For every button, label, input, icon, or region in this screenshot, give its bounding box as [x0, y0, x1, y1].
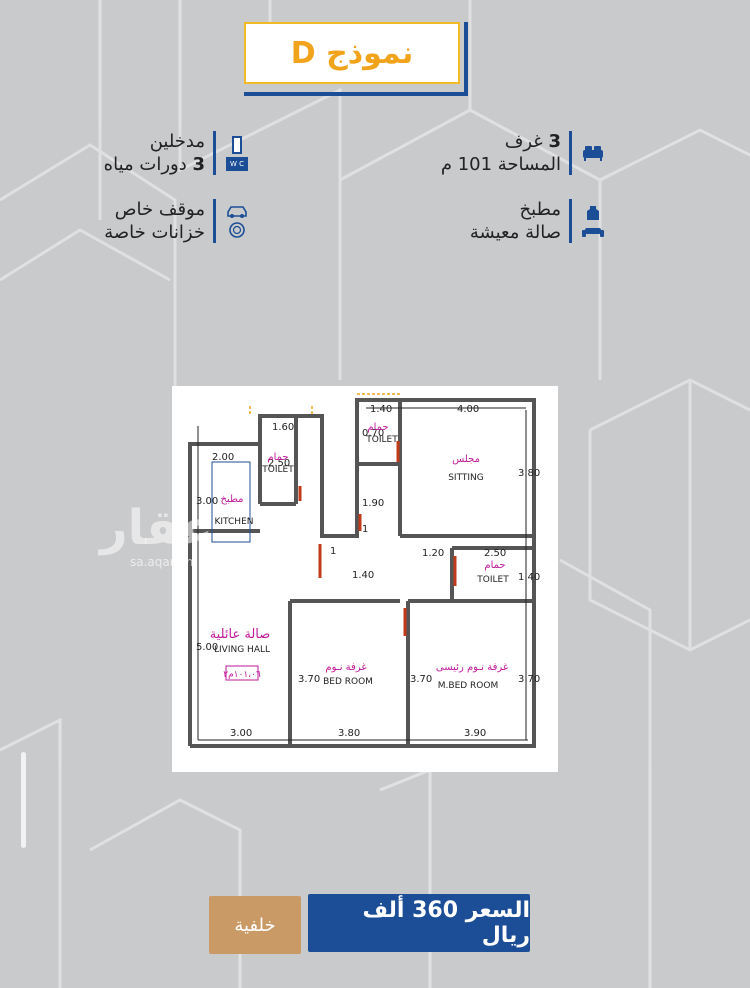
back-button[interactable]: خلفية — [209, 896, 301, 954]
plan-dim: 1.40 — [370, 404, 392, 415]
wc-label: دورات مياه — [103, 154, 187, 175]
plan-label-sitting-ar: مجلس — [452, 454, 480, 465]
living-label: صالة معيشة — [469, 222, 561, 243]
plan-dim: 3.70 — [518, 674, 540, 685]
bed-icon — [582, 134, 604, 172]
model-title: نموذج D — [244, 22, 460, 84]
price-button[interactable]: السعر 360 ألف ريال — [308, 894, 530, 952]
plan-dim: 4.00 — [457, 404, 479, 415]
feature-entrances-wc: W C مدخلين 3 دورات مياه — [104, 130, 248, 176]
floor-plan-drawing: 1.40 4.00 1.60 2.00 2.50 0.70 3.80 3.00 … — [188, 393, 540, 748]
plan-dim: 1 — [362, 524, 368, 535]
plan-dim: 1 — [330, 546, 336, 557]
watermark-logo: عقار — [100, 500, 213, 556]
plan-dim: 3.00 — [230, 728, 252, 739]
plan-label-bed-ar: غرفة نـوم — [325, 662, 366, 673]
wc-badge: W C — [226, 156, 248, 171]
plan-dim: 3.00 — [196, 496, 218, 507]
plan-dim: 2.00 — [212, 452, 234, 463]
model-title-card: نموذج D — [244, 22, 468, 96]
rooms-label: غرف — [504, 131, 543, 152]
feature-divider — [569, 199, 572, 243]
plan-label-toilet3-ar: حمام — [484, 560, 505, 571]
watermark-url: sa.aqar.fm — [130, 555, 194, 569]
tanks-label: خزانات خاصة — [104, 222, 205, 243]
plan-dim: 3.80 — [338, 728, 360, 739]
plan-label-living-ar: صالة عائلية — [210, 627, 271, 642]
kitchen-label: مطبخ — [519, 199, 561, 220]
feature-parking-tanks: موقف خاص خزانات خاصة — [104, 198, 248, 244]
plan-label-sitting-en: SITTING — [448, 473, 484, 483]
feature-divider — [569, 131, 572, 175]
plan-label-toilet2-en: TOILET — [365, 435, 398, 445]
plan-label-mbed-ar: غرفة نـوم رئيسى — [436, 662, 508, 673]
car-tank-icon — [226, 202, 248, 240]
plan-label-kitchen-ar: مطبخ — [220, 494, 243, 505]
plan-label-living-en: LIVING HALL — [214, 645, 270, 655]
plan-dim: 1.90 — [362, 498, 384, 509]
entrances-label: مدخلين — [149, 131, 205, 152]
kitchen-sofa-icon — [582, 202, 604, 240]
plan-label-mbed-en: M.BED ROOM — [438, 681, 498, 691]
plan-dim: 3.90 — [464, 728, 486, 739]
wc-count: 3 — [192, 154, 205, 175]
plan-dim: 1.60 — [272, 422, 294, 433]
plan-dim: 3.70 — [298, 674, 320, 685]
feature-rooms-area: 3 غرف المساحة 101 م — [441, 130, 604, 176]
feature-divider — [213, 131, 216, 175]
plan-dim: 3.80 — [518, 468, 540, 479]
rooms-count: 3 — [548, 131, 561, 152]
plan-dim: 3.70 — [410, 674, 432, 685]
feature-kitchen-living: مطبخ صالة معيشة — [470, 198, 604, 244]
door-wc-icon: W C — [226, 134, 248, 172]
area-label: المساحة 101 م — [440, 154, 561, 175]
plan-dim: 1.40 — [518, 572, 540, 583]
plan-label-toilet1-ar: حمام — [267, 452, 288, 463]
plan-dim: 2.50 — [268, 458, 290, 469]
feature-divider — [213, 199, 216, 243]
parking-label: موقف خاص — [114, 199, 205, 220]
plan-dim: 1.20 — [422, 548, 444, 559]
plan-dim: 5.00 — [196, 642, 218, 653]
plan-dim: 0.70 — [362, 428, 384, 439]
plan-label-toilet1-en: TOILET — [261, 465, 294, 475]
plan-dim: 1.40 — [352, 570, 374, 581]
floor-plan: 1.40 4.00 1.60 2.00 2.50 0.70 3.80 3.00 … — [172, 386, 558, 772]
plan-area-label: ١٠١،٠٦م٢ — [223, 670, 261, 680]
plan-label-bed-en: BED ROOM — [323, 677, 373, 687]
plan-label-toilet2-ar: حمام — [367, 422, 388, 433]
plan-label-kitchen-en: KITCHEN — [215, 517, 254, 527]
scroll-indicator[interactable] — [21, 752, 26, 848]
plan-dim: 2.50 — [484, 548, 506, 559]
plan-label-toilet3-en: TOILET — [476, 575, 509, 585]
